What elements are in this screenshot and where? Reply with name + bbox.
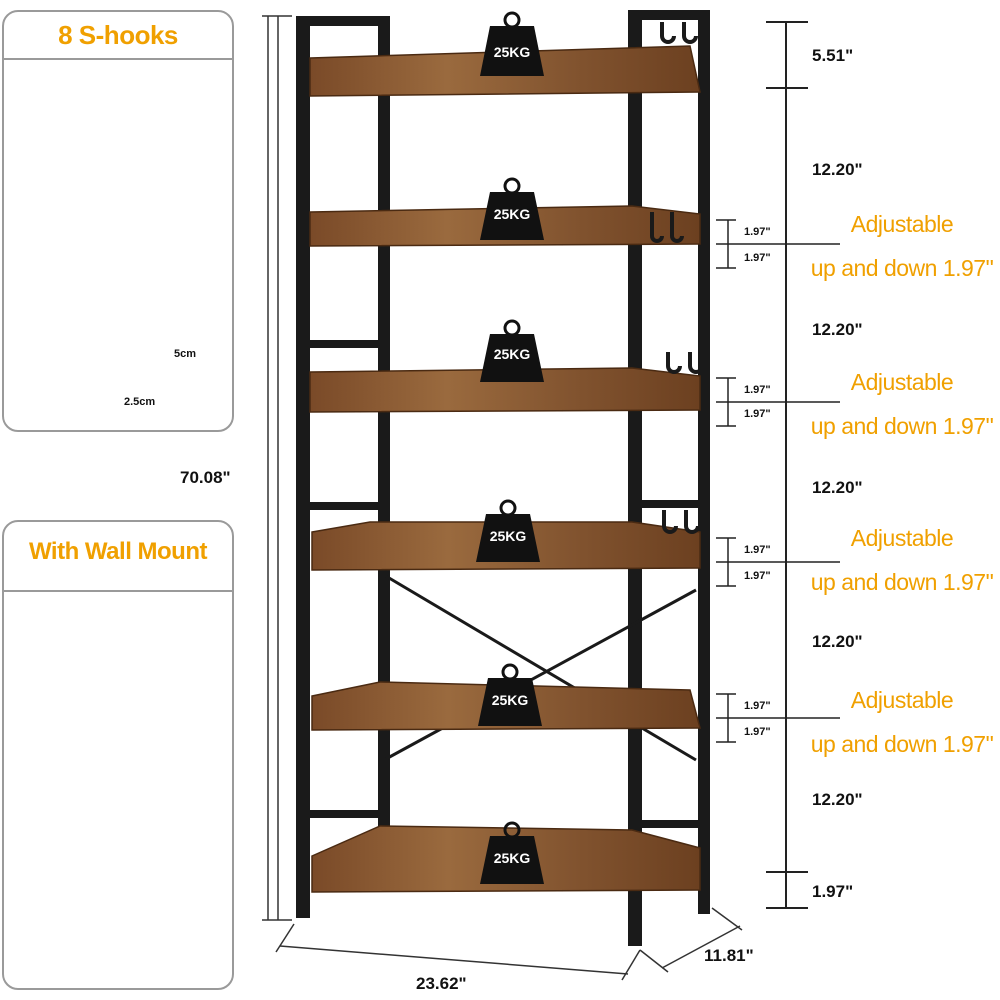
bottom-clearance-label: 1.97" [812,882,854,901]
adjustable-callout: Adjustable up and down 1.97" [804,678,1000,766]
step-label: 1.97" [744,252,771,264]
depth-label: 11.81" [704,946,754,965]
shelf-gap-label: 12.20" [812,320,863,339]
step-label: 1.97" [744,700,771,712]
shelf-gap-label: 12.20" [812,160,863,179]
step-label: 1.97" [744,408,771,420]
s-hooks-panel: 8 S-hooks [2,10,234,432]
height-dimension-line [262,15,292,921]
shelf-gap-label: 12.20" [812,790,863,809]
adjustable-callout: Adjustable up and down 1.97" [804,360,1000,448]
step-label: 1.97" [744,544,771,556]
weight-label: 25KG [493,346,531,362]
weight-label: 25KG [493,44,531,60]
width-label: 23.62" [416,974,467,993]
step-label: 1.97" [744,226,771,238]
wall-mount-title: With Wall Mount [28,538,208,565]
hook-width-label: 2.5cm [124,396,156,408]
weight-label: 25KG [493,850,531,866]
top-gap-label: 5.51" [812,46,854,65]
shelf-gap-label: 12.20" [812,478,863,497]
adjustable-markers [716,219,840,743]
shelf-gap-label: 12.20" [812,632,863,651]
weight-icons [476,11,544,884]
step-label: 1.97" [744,570,771,582]
step-label: 1.97" [744,384,771,396]
adjustable-title: Adjustable [850,525,954,551]
shelf-spacing-line [766,21,808,909]
panel-divider [4,590,232,592]
adjustable-title: Adjustable [850,369,954,395]
adjustable-callout: Adjustable up and down 1.97" [804,516,1000,604]
frame [296,10,710,946]
weight-label: 25KG [489,528,527,544]
adjustable-detail: up and down 1.97" [810,569,994,595]
adjustable-title: Adjustable [850,211,954,237]
total-height-label: 70.08" [180,468,231,487]
s-hooks-title: 8 S-hooks [58,20,178,50]
cross-brace [383,573,697,762]
adjustable-callout: Adjustable up and down 1.97" [804,202,1000,290]
weight-label: 25KG [493,206,531,222]
step-label: 1.97" [744,726,771,738]
panel-divider [4,58,232,60]
floor-dimension-lines [275,907,743,981]
adjustable-detail: up and down 1.97" [810,731,994,757]
adjustable-title: Adjustable [850,687,954,713]
side-hooks [650,22,704,534]
weight-label: 25KG [491,692,529,708]
wall-mount-panel: With Wall Mount [2,520,234,990]
adjustable-detail: up and down 1.97" [810,255,994,281]
adjustable-detail: up and down 1.97" [810,413,994,439]
hook-height-label: 5cm [174,348,197,360]
